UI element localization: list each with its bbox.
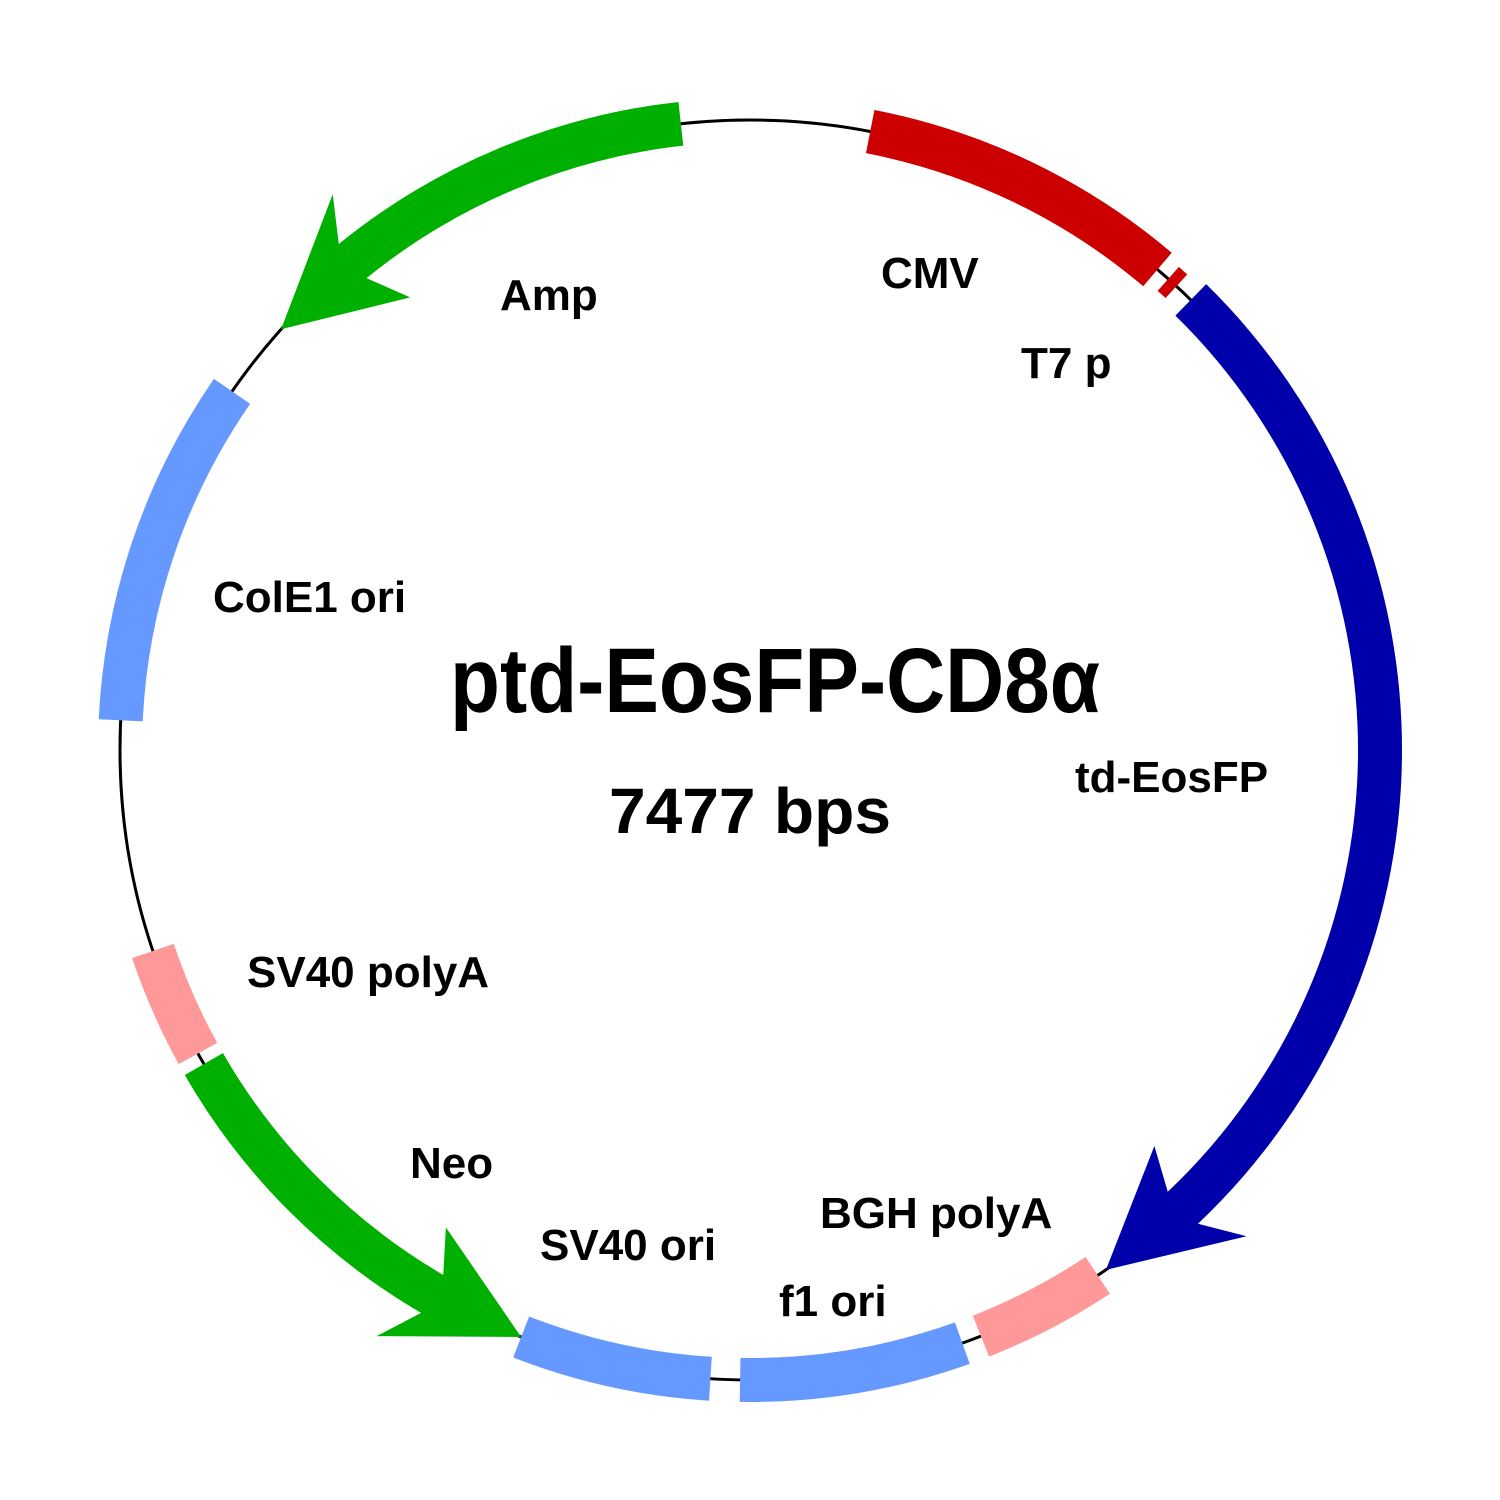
- label-amp: Amp: [500, 271, 598, 320]
- feature-bgh-polya: [972, 1257, 1110, 1357]
- label-t7p: T7 p: [1021, 339, 1111, 388]
- plasmid-name: ptd-EosFP-CD8α: [450, 630, 1100, 732]
- feature-layer: [98, 101, 1403, 1403]
- label-sv40-ori: SV40 ori: [540, 1221, 716, 1270]
- label-td-eosfp: td-EosFP: [1075, 753, 1268, 802]
- label-cole1-ori: ColE1 ori: [213, 573, 406, 622]
- feature-sv40-polya: [132, 943, 218, 1065]
- feature-cole1-ori: [98, 378, 251, 722]
- label-bgh-polya: BGH polyA: [820, 1189, 1052, 1238]
- feature-neo: [184, 1053, 522, 1337]
- feature-td-eosfp: [1105, 284, 1403, 1270]
- feature-f1-ori: [739, 1322, 970, 1403]
- label-neo: Neo: [410, 1139, 493, 1188]
- feature-amp: [281, 101, 684, 330]
- label-cmv: CMV: [881, 249, 979, 298]
- feature-t7p: [1157, 266, 1188, 299]
- feature-sv40-ori: [513, 1316, 712, 1401]
- label-sv40-polya: SV40 polyA: [247, 948, 489, 997]
- label-f1-ori: f1 ori: [779, 1277, 887, 1326]
- plasmid-size: 7477 bps: [609, 775, 891, 847]
- feature-cmv: [866, 109, 1172, 287]
